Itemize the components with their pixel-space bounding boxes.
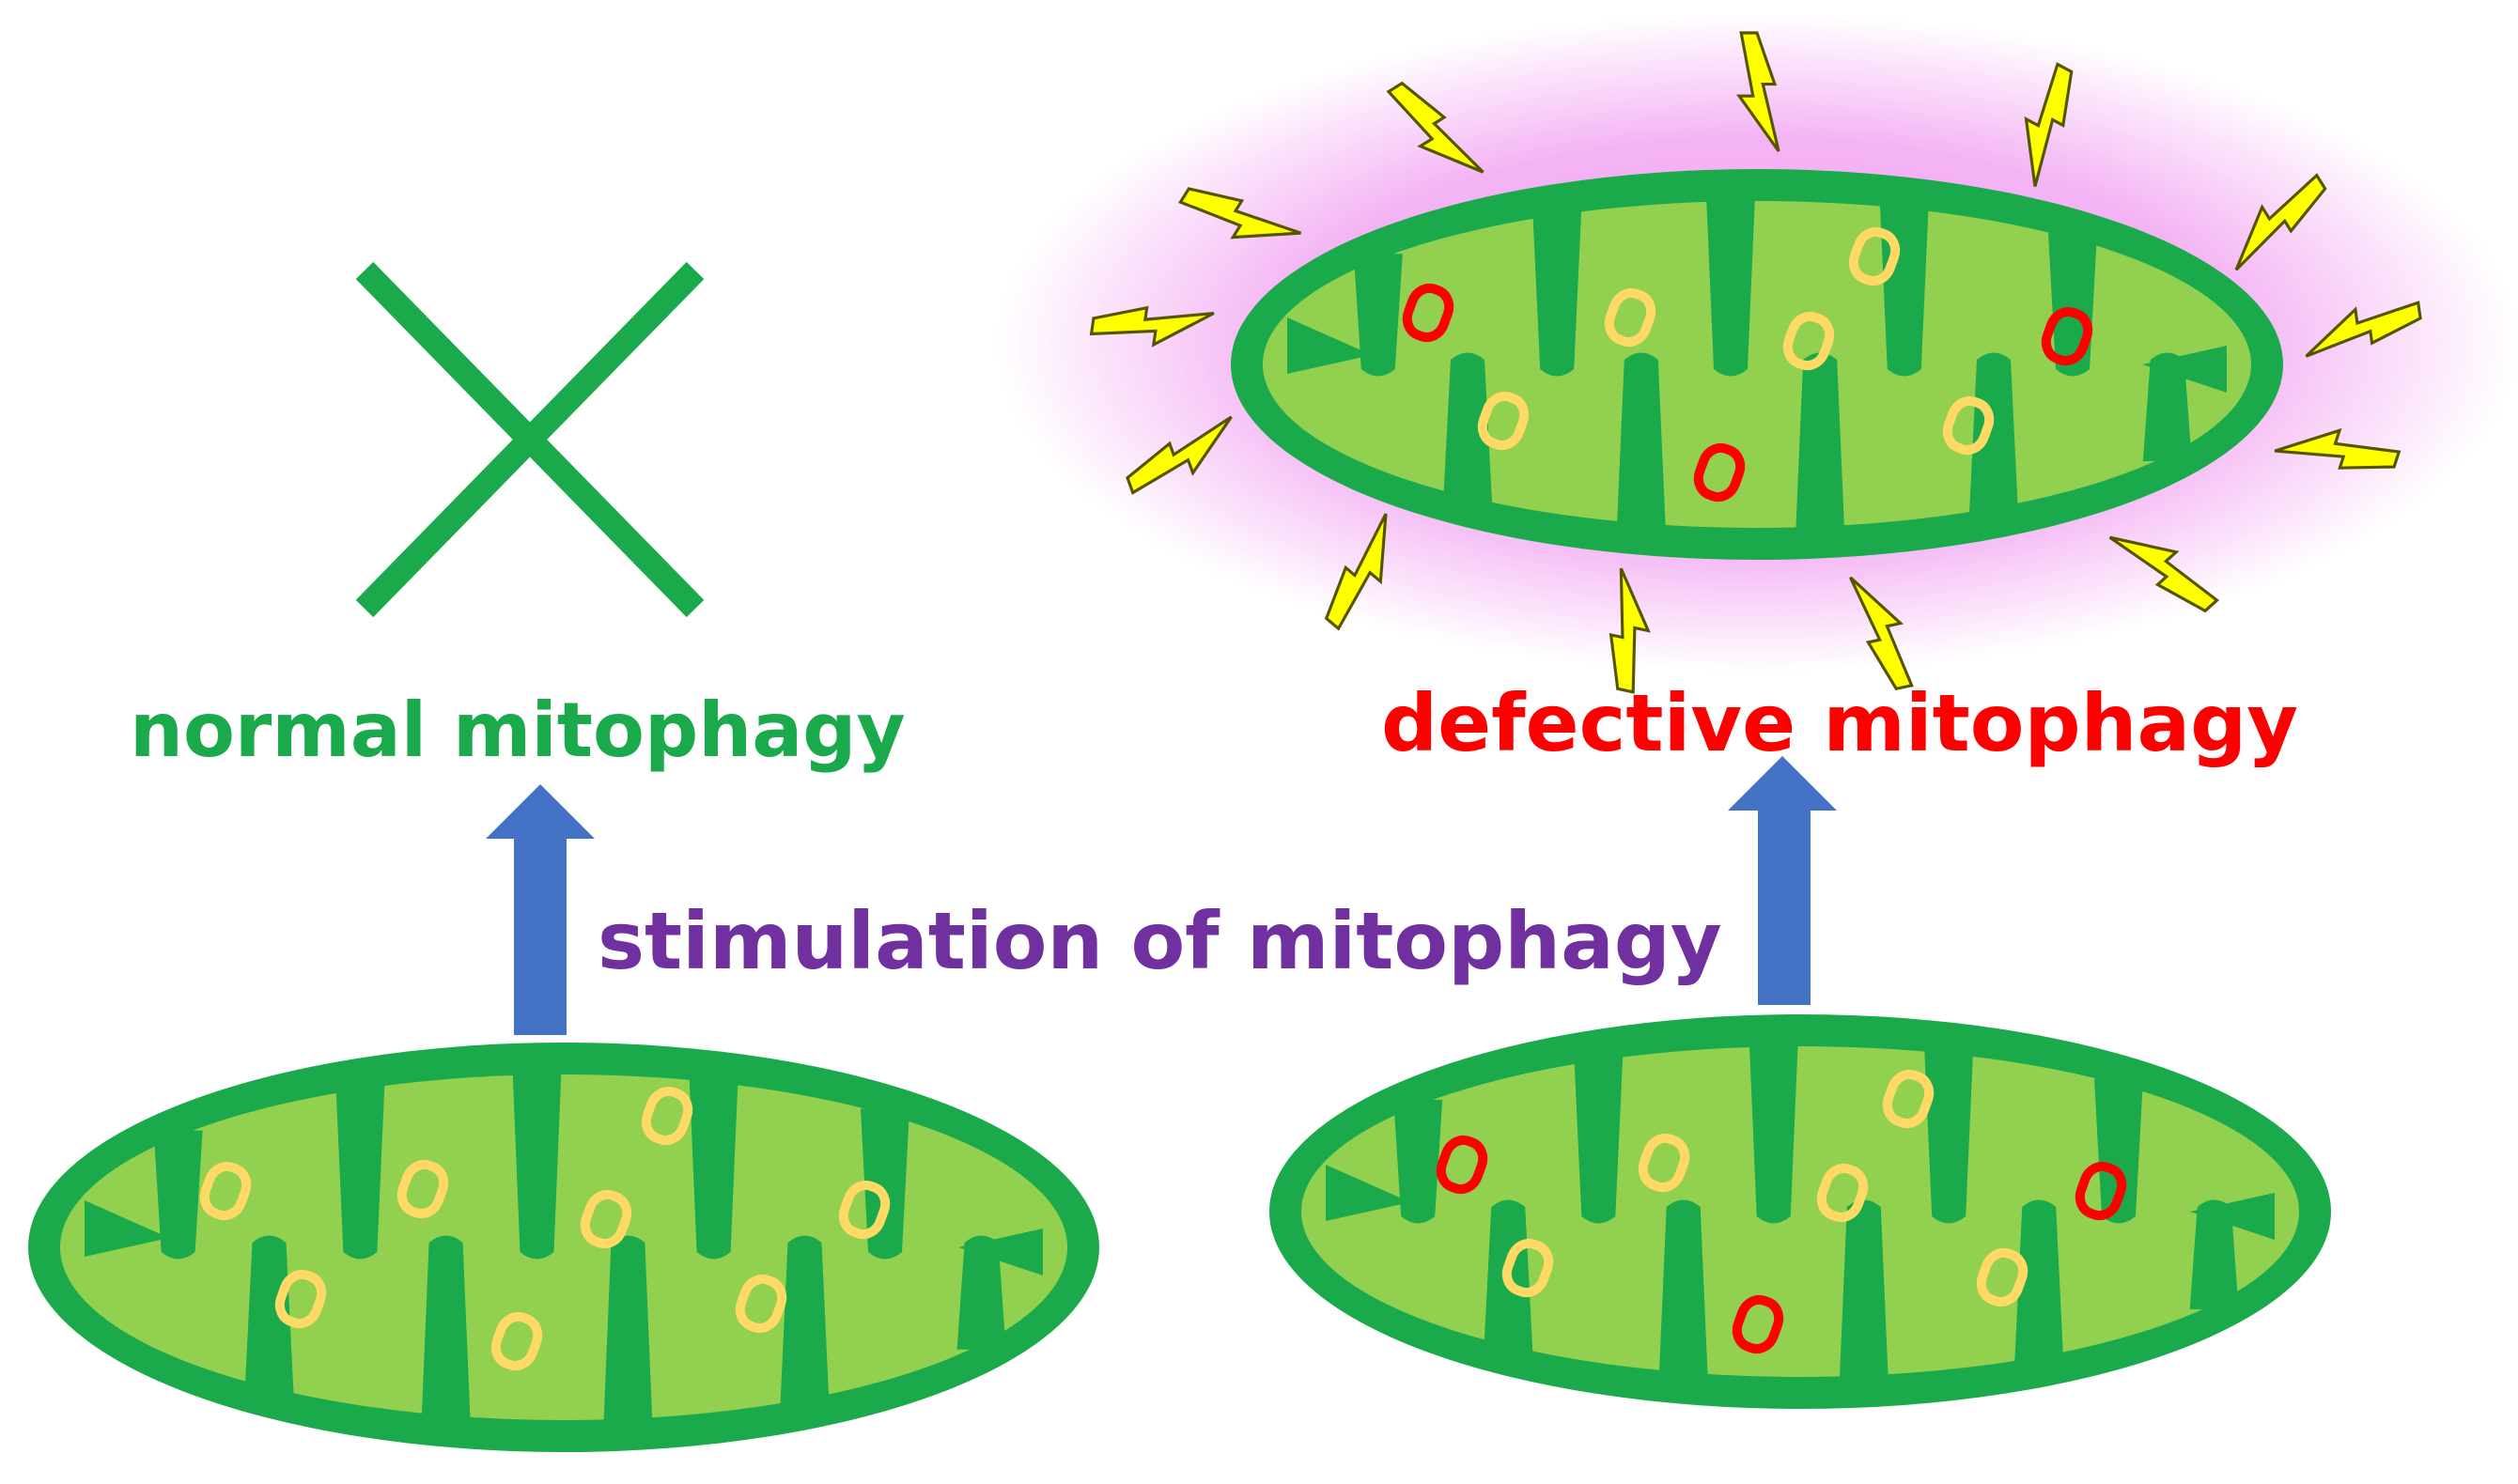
crista (780, 1235, 830, 1405)
crista (956, 1235, 1006, 1350)
damaged-particle (1402, 283, 1454, 343)
matrix (1263, 201, 2251, 528)
mitochondrion-healthy (28, 1043, 1099, 1452)
crista (2014, 1199, 2064, 1363)
healthy-particle (1942, 395, 1995, 456)
healthy-particle (1638, 1133, 1690, 1193)
crista (1706, 195, 1755, 377)
crista (1574, 1055, 1624, 1224)
healthy-particle (1882, 1069, 1935, 1129)
healthy-particle (1816, 1163, 1869, 1223)
healthy-particle (1782, 311, 1835, 371)
mitochondrion-damaged-top (1231, 169, 2283, 560)
cross-icon (355, 261, 705, 618)
crista (603, 1235, 653, 1425)
damaged-particle (1436, 1135, 1488, 1195)
healthy-particle (1477, 391, 1530, 451)
crista (2189, 1199, 2239, 1310)
crista (1353, 254, 1403, 377)
crista (153, 1130, 203, 1260)
crista (689, 1076, 738, 1260)
damaged-particle (2075, 1161, 2127, 1221)
matrix (60, 1074, 1067, 1420)
crista (2142, 346, 2227, 393)
crista (2142, 352, 2192, 461)
healthy-particle (199, 1161, 252, 1221)
crista (1795, 352, 1845, 533)
crista (335, 1083, 385, 1260)
up-arrow-icon (486, 784, 595, 1035)
mitochondrion-damaged-bottom (1269, 1014, 2331, 1409)
healthy-particle (1501, 1238, 1554, 1298)
crista (1326, 1165, 1410, 1221)
defective-mitophagy-label: defective mitophagy (1381, 677, 2299, 769)
crista (1393, 1099, 1443, 1224)
healthy-particle (274, 1269, 327, 1329)
healthy-particle (641, 1086, 693, 1146)
crista (1749, 1041, 1798, 1224)
crista (1443, 352, 1492, 503)
matrix (1301, 1046, 2299, 1377)
crista (1969, 352, 2018, 514)
up-arrow-icon (1728, 756, 1837, 1005)
crista (85, 1200, 169, 1257)
healthy-particle (580, 1189, 632, 1249)
healthy-particle (1848, 226, 1901, 286)
crista (2094, 1078, 2143, 1224)
crista (1879, 202, 1929, 377)
healthy-particle (490, 1311, 543, 1371)
crista (958, 1229, 1043, 1275)
healthy-particle (735, 1274, 787, 1334)
damaged-particle (1732, 1294, 1784, 1354)
stimulation-of-mitophagy-label: stimulation of mitophagy (598, 895, 1722, 987)
crista (1532, 209, 1582, 377)
healthy-particle (1604, 287, 1656, 348)
crista (1839, 1199, 1888, 1382)
crista (421, 1235, 471, 1421)
healthy-particle (1976, 1247, 2028, 1307)
damaged-particle (2041, 306, 2093, 366)
crista (861, 1108, 909, 1260)
crista (1616, 352, 1666, 530)
healthy-particle (838, 1180, 891, 1240)
crista (1924, 1047, 1974, 1224)
normal-mitophagy-label: normal mitophagy (130, 687, 906, 774)
crista (2190, 1193, 2275, 1240)
healthy-particle (396, 1159, 449, 1219)
crista (1658, 1199, 1708, 1379)
damaged-particle (1693, 442, 1746, 502)
crista (244, 1235, 294, 1394)
crista (1287, 317, 1372, 374)
crista (512, 1069, 562, 1260)
